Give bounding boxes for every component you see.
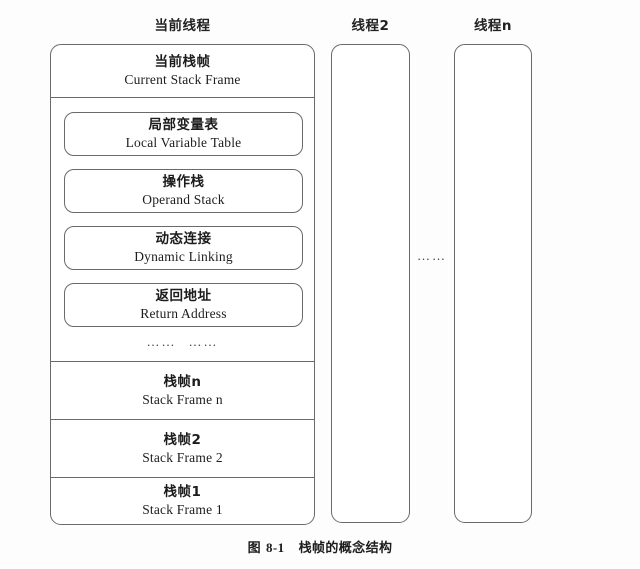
component-box-return-address: 返回地址 Return Address (64, 283, 303, 327)
stack-frame-1-label-en: Stack Frame 1 (142, 502, 223, 517)
current-stack-frame-band: 当前栈帧 Current Stack Frame (51, 45, 314, 97)
return-address-label-en: Return Address (140, 306, 227, 321)
operand-stack-label-cn: 操作栈 (162, 174, 205, 190)
figure-caption-title: 栈帧的概念结构 (298, 541, 393, 556)
figure-caption: 图 8-1 栈帧的概念结构 (0, 537, 640, 556)
operand-stack-label-en: Operand Stack (142, 192, 225, 207)
column-header-thread-2: 线程2 (351, 18, 390, 34)
column-header-current-thread: 当前线程 (154, 18, 211, 34)
figure-caption-prefix: 图 (247, 540, 262, 555)
current-stack-frame-body: 局部变量表 Local Variable Table 操作栈 Operand S… (51, 97, 314, 361)
stack-frame-2-label-en: Stack Frame 2 (142, 449, 223, 465)
stack-frame-n-label-cn: 栈帧n (163, 373, 202, 390)
components-ellipsis: …… …… (51, 334, 314, 350)
return-address-label-cn: 返回地址 (155, 288, 212, 304)
stack-frame-1-label-cn: 栈帧1 (163, 484, 202, 500)
stack-frame-row-2: 栈帧2 Stack Frame 2 (51, 419, 314, 477)
stack-frame-row-1: 栈帧1 Stack Frame 1 (51, 477, 314, 524)
between-threads-ellipsis: …… (417, 248, 447, 263)
components-ellipsis-left: …… (146, 334, 177, 349)
stack-frame-n-label-en: Stack Frame n (142, 391, 223, 407)
components-ellipsis-right: …… (188, 334, 219, 349)
figure-caption-number: 8-1 (266, 540, 285, 555)
dynamic-linking-label-cn: 动态连接 (155, 231, 212, 247)
current-stack-frame-label-cn: 当前栈帧 (154, 54, 211, 70)
current-thread-stack: 当前栈帧 Current Stack Frame 局部变量表 Local Var… (50, 44, 315, 525)
component-box-local-variable-table: 局部变量表 Local Variable Table (64, 112, 303, 156)
thread-2-stack (331, 44, 410, 523)
local-variable-table-label-cn: 局部变量表 (148, 117, 219, 133)
local-variable-table-label-en: Local Variable Table (125, 135, 242, 150)
column-header-thread-n: 线程n (473, 18, 513, 34)
dynamic-linking-label-en: Dynamic Linking (134, 249, 233, 264)
stack-frame-row-n: 栈帧n Stack Frame n (51, 361, 314, 419)
current-stack-frame-label-en: Current Stack Frame (124, 72, 241, 87)
component-box-dynamic-linking: 动态连接 Dynamic Linking (64, 226, 303, 270)
component-box-operand-stack: 操作栈 Operand Stack (64, 169, 303, 213)
stack-frame-2-label-cn: 栈帧2 (163, 431, 202, 448)
thread-n-stack (454, 44, 532, 523)
